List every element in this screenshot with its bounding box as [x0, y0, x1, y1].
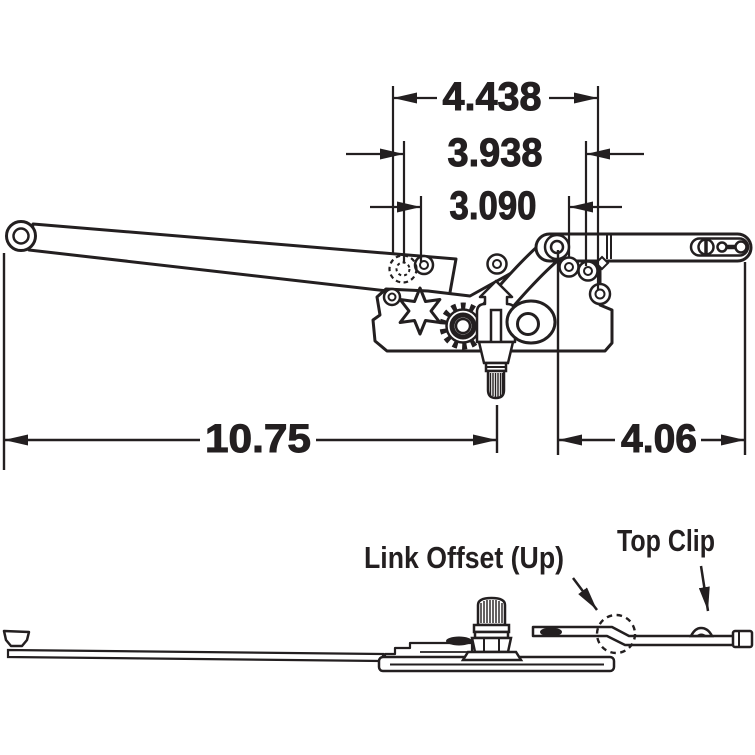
link-offset-dashed-circle — [595, 613, 637, 655]
dimension-406: 4.06 — [556, 250, 747, 462]
link-arm — [534, 232, 753, 263]
dim-4438-label: 4.438 — [443, 75, 542, 119]
spline-hatching-side — [480, 600, 503, 623]
link-rivet-side — [540, 627, 562, 637]
crank-knob-side — [2, 629, 31, 648]
top-clip-label: Top Clip — [617, 523, 715, 558]
operator-front-view — [5, 220, 753, 400]
cam-boss — [505, 299, 557, 345]
hex-nut-side — [470, 636, 513, 654]
dashed-hole-circle — [388, 254, 418, 284]
top-clip-arrow — [698, 565, 710, 612]
dim-1075-label: 10.75 — [205, 417, 311, 461]
mounting-holes — [382, 253, 612, 307]
dimension-3938: 3.938 — [346, 131, 644, 266]
dim-3090-label: 3.090 — [450, 184, 537, 228]
top-clip-bump — [688, 626, 715, 638]
dimension-lines: 4.438 3.938 3.090 10.75 — [2, 75, 747, 470]
callouts: Link Offset (Up) Top Clip — [364, 523, 715, 612]
spline-hatching — [489, 373, 504, 397]
drive-gear — [439, 302, 487, 350]
worm-shaft-front — [477, 340, 515, 400]
dimension-3090: 3.090 — [370, 184, 622, 262]
crank-arm-side — [6, 648, 385, 663]
link-offset-label: Link Offset (Up) — [364, 540, 564, 575]
rivet-side — [446, 636, 472, 646]
dimension-4438: 4.438 — [391, 75, 600, 290]
link-end-fitting — [731, 629, 754, 649]
link-offset-arrow — [572, 577, 598, 611]
slot-pin — [716, 241, 728, 253]
dim-3938-label: 3.938 — [448, 131, 543, 175]
dimension-1075: 10.75 — [2, 253, 499, 470]
operator-side-view: Link Offset (Up) Top Clip — [2, 523, 754, 673]
worm-shaft-side — [460, 596, 524, 662]
dim-406-label: 4.06 — [621, 417, 697, 461]
crank-arm — [5, 220, 458, 300]
